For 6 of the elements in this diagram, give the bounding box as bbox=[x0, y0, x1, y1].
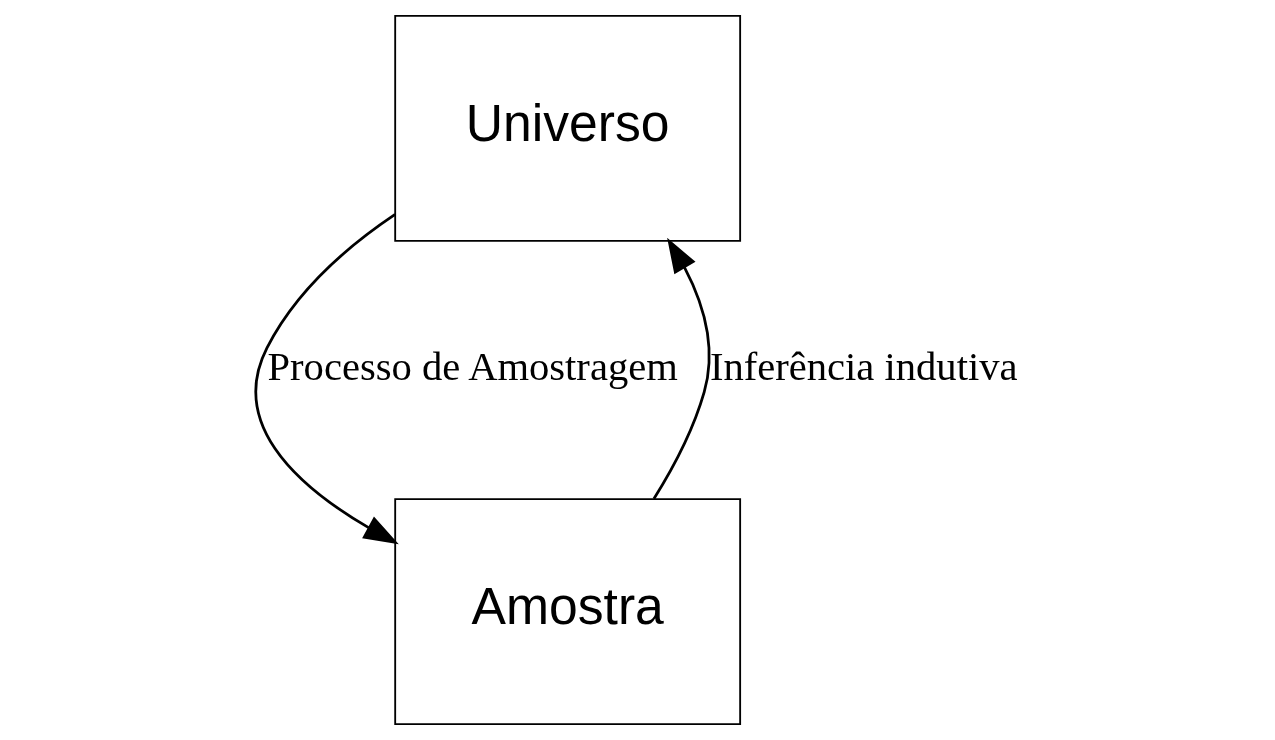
node-box: Amostra bbox=[394, 498, 742, 726]
edge-label: Inferência indutiva bbox=[709, 344, 1018, 390]
arrow bbox=[254, 213, 399, 545]
arrow bbox=[652, 237, 711, 500]
node-box: Universo bbox=[394, 14, 742, 242]
edge-label: Processo de Amostragem bbox=[267, 344, 678, 390]
